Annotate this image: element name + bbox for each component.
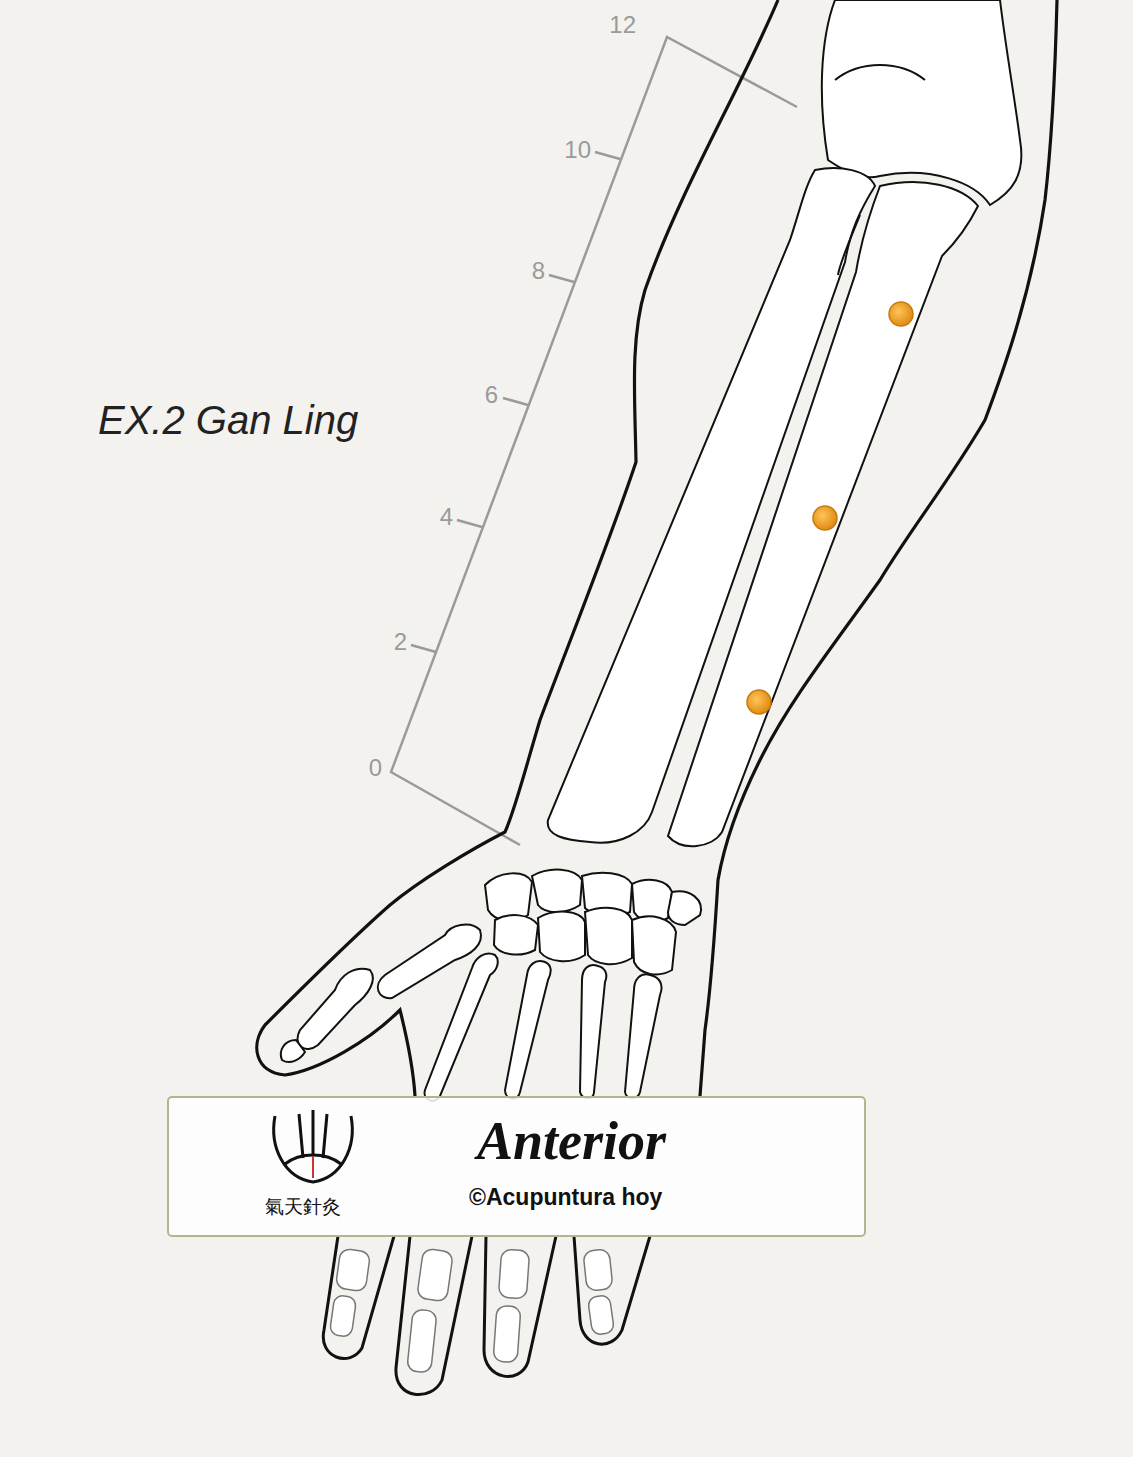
ruler-number: 0 [369,754,382,782]
ruler-number: 4 [440,503,453,531]
logo-text: 氣天針灸 [265,1194,341,1220]
diagram-title: EX.2 Gan Ling [98,398,358,443]
credit-box: 氣天針灸 Anterior ©Acupuntura hoy [167,1096,866,1237]
view-label: Anterior [477,1110,666,1172]
copyright-note: ©Acupuntura hoy [469,1184,662,1211]
ruler-number: 10 [564,136,591,164]
ruler-number: 8 [532,257,545,285]
ruler-number: 6 [485,381,498,409]
ruler-number: 2 [394,628,407,656]
bones [281,0,1022,1101]
acupuncture-points [747,302,913,714]
ruler-number: 12 [609,11,636,39]
logo-symbol [265,1108,361,1194]
arm-outline [257,0,1057,1096]
finger-bones [329,1248,614,1373]
fingers [323,1236,650,1395]
